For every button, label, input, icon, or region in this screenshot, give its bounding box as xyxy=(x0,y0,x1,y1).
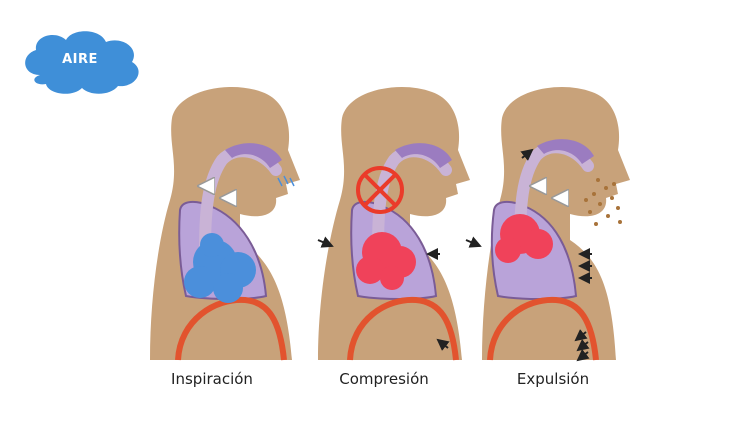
diaphragm xyxy=(347,296,459,361)
cloud-label: AIRE xyxy=(62,52,98,67)
mouth-cavity xyxy=(537,139,594,164)
diaphragm xyxy=(487,296,599,361)
breath-in-lines xyxy=(277,175,295,187)
mouth-cavity xyxy=(225,143,282,168)
mouth-cavity xyxy=(395,143,452,168)
arrow-black xyxy=(576,339,590,352)
arrow-black xyxy=(520,148,534,161)
air-cloud xyxy=(25,31,139,94)
figure-compression xyxy=(317,87,470,361)
arrow-black xyxy=(574,329,588,342)
air-mass-blue xyxy=(184,233,256,303)
caption-inspiration: Inspiración xyxy=(171,370,253,388)
figure-inspiration xyxy=(150,87,300,361)
arrow-black xyxy=(317,236,334,248)
expelled-particles xyxy=(584,178,622,226)
caption-compression: Compresión xyxy=(339,370,429,388)
arrow-black xyxy=(436,338,450,351)
figure-expulsion xyxy=(465,87,630,362)
air-mass-red xyxy=(356,232,416,290)
caption-expulsion: Expulsión xyxy=(516,370,590,388)
stop-sign-icon xyxy=(356,166,404,214)
diaphragm xyxy=(175,296,287,361)
air-mass-red xyxy=(495,214,553,263)
arrow-black xyxy=(576,349,590,362)
arrow-black xyxy=(465,236,482,248)
